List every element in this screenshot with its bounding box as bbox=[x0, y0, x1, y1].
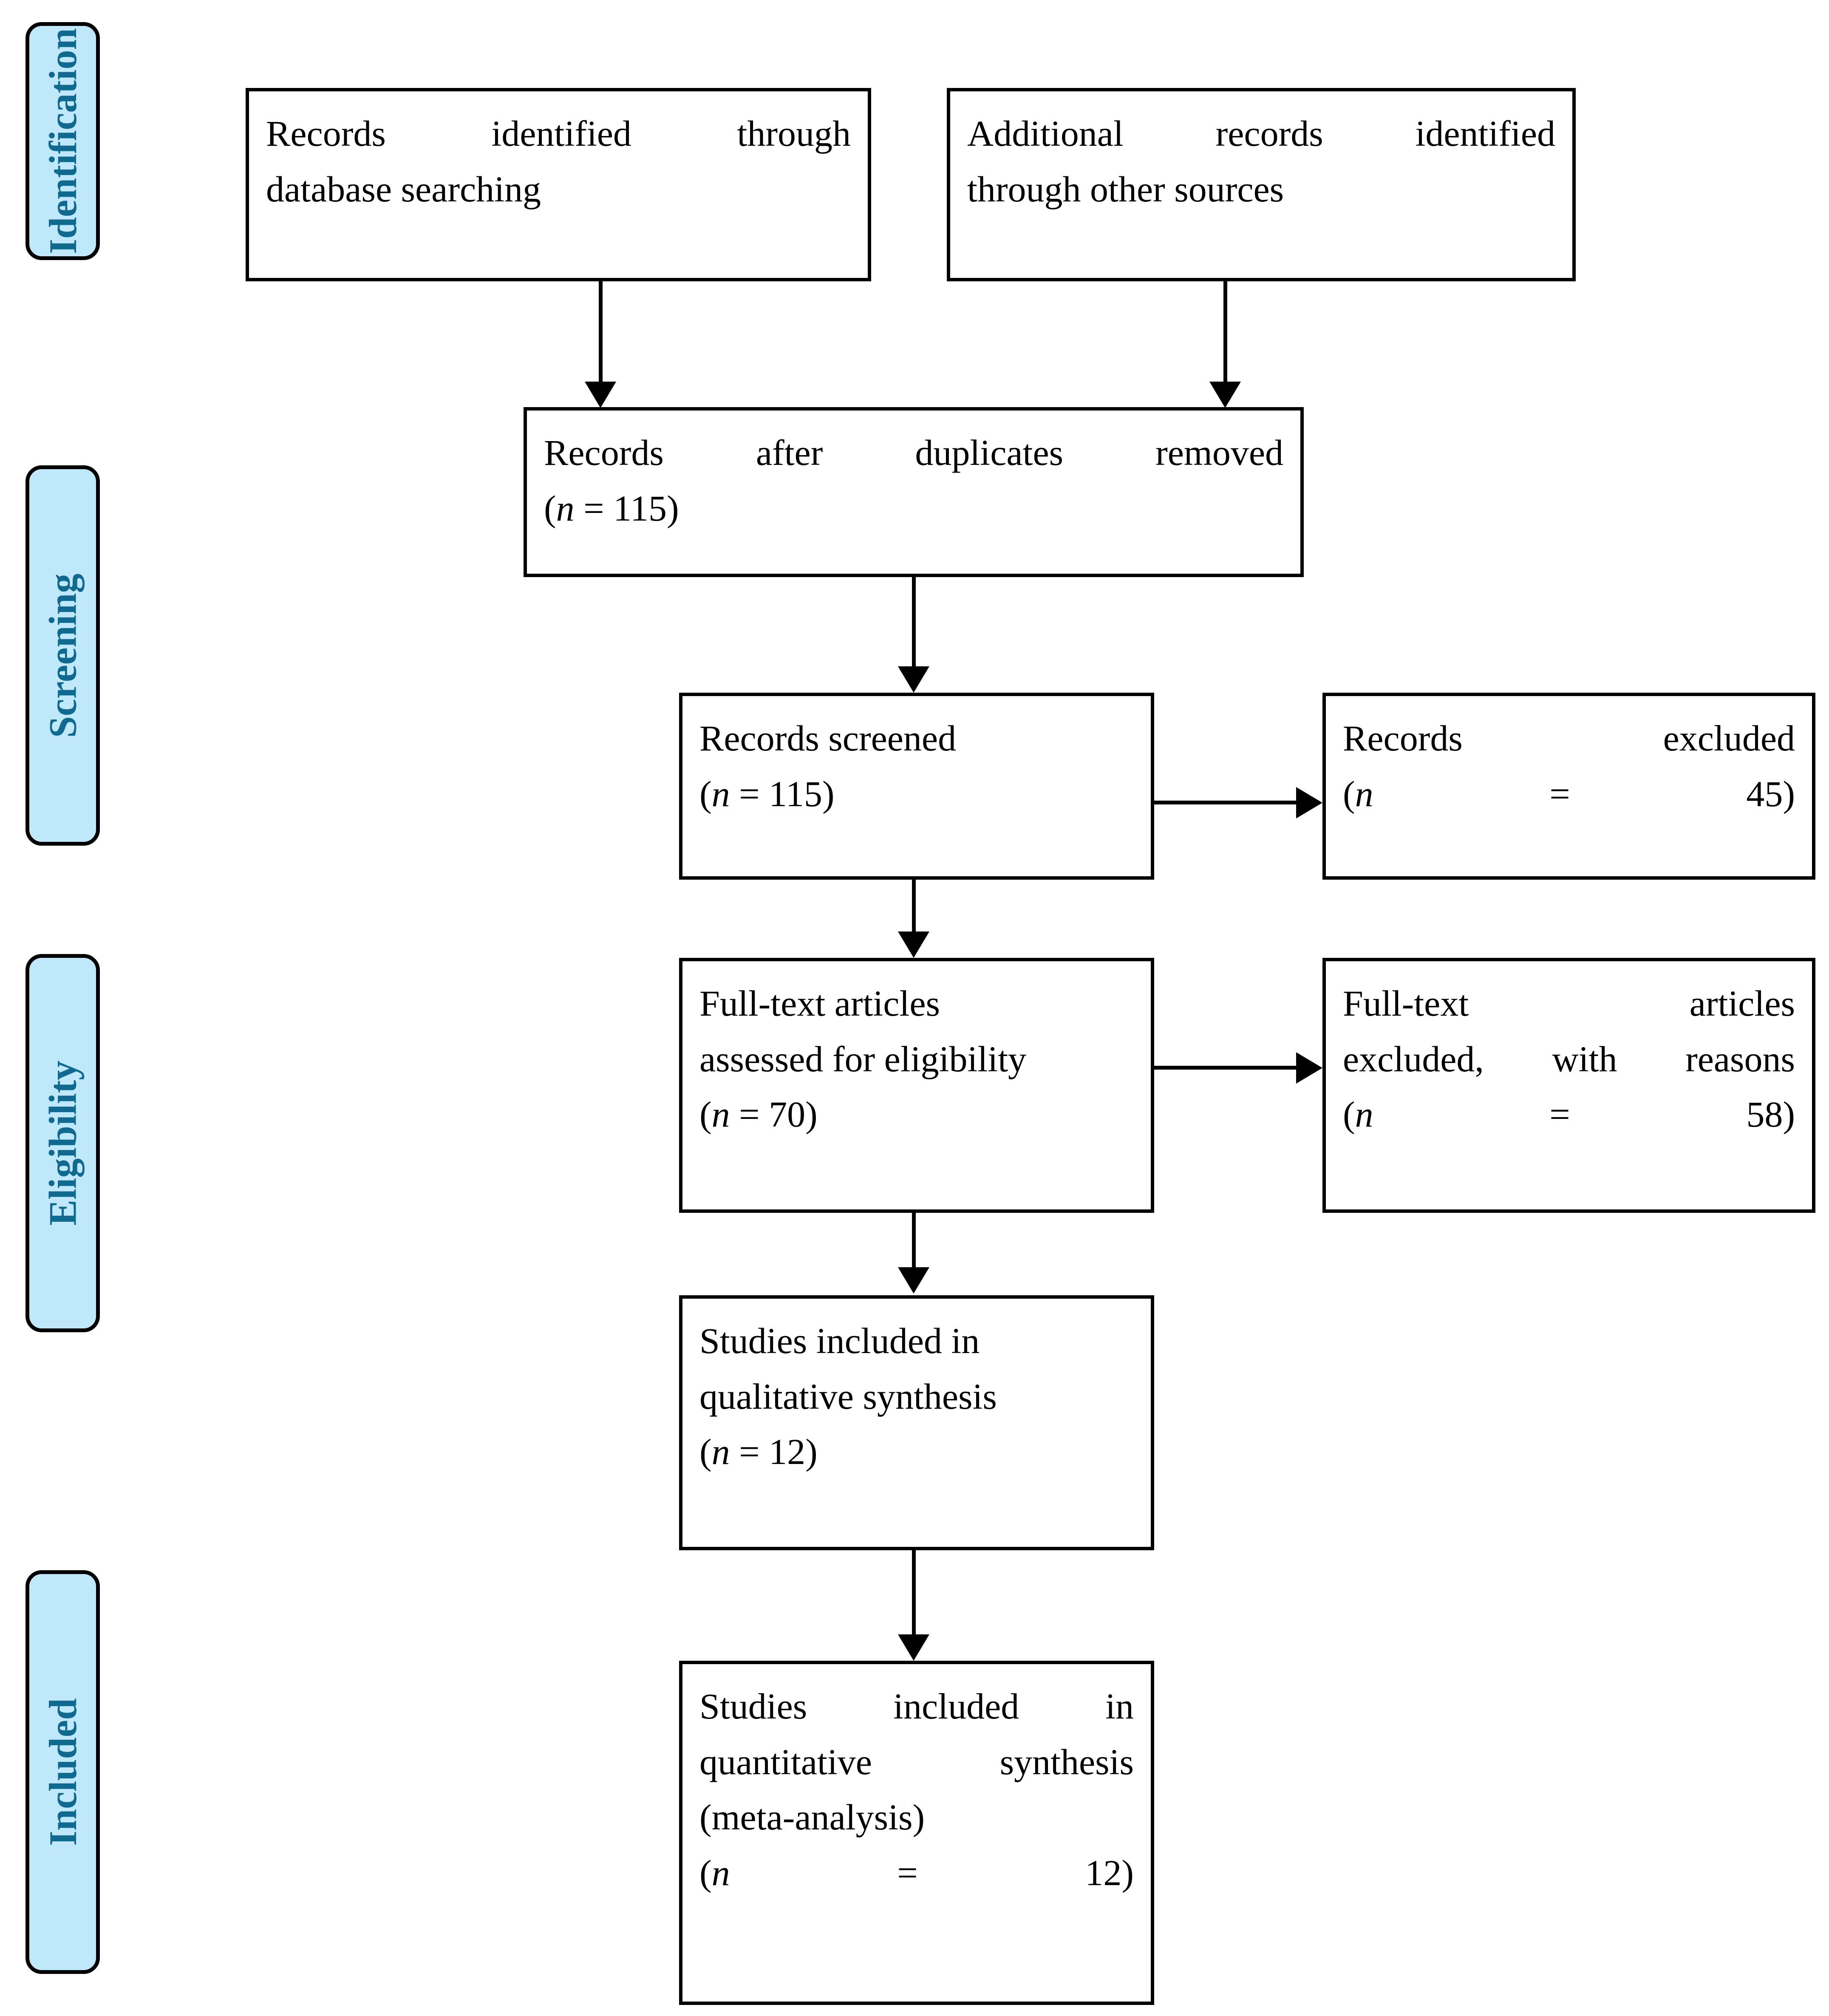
stage-tab-eligibility-label: Eligibility bbox=[41, 1060, 85, 1226]
box-quantitative-synthesis: Studies included in quantitative synthes… bbox=[679, 1661, 1154, 2005]
connector-fulltext-to-qualitative-line bbox=[912, 1213, 916, 1268]
connector-screened-to-excluded-arrow bbox=[1296, 787, 1322, 818]
box-records-after-duplicates: Records after duplicates removed (n = 11… bbox=[524, 407, 1304, 577]
text-line-count: (n = 115) bbox=[699, 773, 835, 814]
text-line: database searching bbox=[266, 168, 541, 210]
box-records-identified-database-text: Records identified through database sear… bbox=[266, 106, 851, 217]
text-line: Full-text articles bbox=[1343, 983, 1795, 1024]
text-line: Records excluded bbox=[1343, 718, 1795, 759]
box-records-excluded-text: Records excluded (n = 45) bbox=[1343, 711, 1795, 821]
text-line: Records screened bbox=[699, 718, 957, 759]
box-fulltext-excluded-text: Full-text articles excluded, with reason… bbox=[1343, 976, 1795, 1142]
stage-tab-identification-label: Identification bbox=[41, 28, 85, 254]
connector-fulltext-to-excluded-line bbox=[1154, 1066, 1299, 1070]
text-line-count: (n = 58) bbox=[1343, 1094, 1795, 1135]
box-qualitative-synthesis: Studies included in qualitative synthesi… bbox=[679, 1295, 1154, 1550]
stage-tab-screening[interactable]: Screening bbox=[25, 465, 100, 846]
box-fulltext-assessed: Full-text articles assessed for eligibil… bbox=[679, 958, 1154, 1213]
box-records-screened: Records screened (n = 115) bbox=[679, 693, 1154, 880]
connector-db-to-duplicates-line bbox=[599, 281, 603, 382]
text-line: Full-text articles bbox=[699, 983, 940, 1024]
text-line-count: (n = 115) bbox=[544, 487, 679, 529]
stage-tab-included[interactable]: Included bbox=[25, 1570, 100, 1974]
stage-tab-screening-label: Screening bbox=[41, 573, 85, 738]
connector-duplicates-to-screened-arrow bbox=[898, 666, 929, 693]
connector-screened-to-excluded-line bbox=[1154, 801, 1299, 804]
box-fulltext-excluded: Full-text articles excluded, with reason… bbox=[1322, 958, 1815, 1213]
connector-screened-to-fulltext-line bbox=[912, 880, 916, 933]
text-line: Studies included in bbox=[699, 1686, 1134, 1727]
box-records-after-duplicates-text: Records after duplicates removed (n = 11… bbox=[544, 425, 1283, 536]
connector-screened-to-fulltext-arrow bbox=[898, 932, 929, 958]
stage-tab-included-label: Included bbox=[41, 1698, 85, 1846]
box-fulltext-assessed-text: Full-text articles assessed for eligibil… bbox=[699, 976, 1134, 1142]
stage-tab-eligibility[interactable]: Eligibility bbox=[25, 954, 100, 1332]
box-quantitative-synthesis-text: Studies included in quantitative synthes… bbox=[699, 1679, 1134, 1901]
text-line: quantitative synthesis bbox=[699, 1741, 1134, 1782]
connector-qualitative-to-quantitative-line bbox=[912, 1550, 916, 1635]
text-line-count: (n = 70) bbox=[699, 1094, 818, 1135]
connector-duplicates-to-screened-line bbox=[912, 577, 916, 667]
text-line: through other sources bbox=[967, 168, 1284, 210]
text-line: (meta-analysis) bbox=[699, 1797, 925, 1838]
text-line: Additional records identified bbox=[967, 113, 1555, 154]
connector-fulltext-to-excluded-arrow bbox=[1296, 1052, 1322, 1084]
box-records-identified-other: Additional records identified through ot… bbox=[947, 88, 1576, 281]
text-line: Studies included in bbox=[699, 1320, 980, 1361]
text-line-count: (n = 12) bbox=[699, 1852, 1134, 1894]
text-line: qualitative synthesis bbox=[699, 1376, 997, 1417]
box-records-identified-other-text: Additional records identified through ot… bbox=[967, 106, 1555, 217]
box-qualitative-synthesis-text: Studies included in qualitative synthesi… bbox=[699, 1313, 1134, 1480]
connector-other-to-duplicates-arrow bbox=[1209, 382, 1241, 408]
box-records-screened-text: Records screened (n = 115) bbox=[699, 711, 1134, 821]
box-records-excluded: Records excluded (n = 45) bbox=[1322, 693, 1815, 880]
connector-qualitative-to-quantitative-arrow bbox=[898, 1634, 929, 1661]
text-line: Records after duplicates removed bbox=[544, 432, 1283, 473]
text-line-count: (n = 45) bbox=[1343, 773, 1795, 814]
text-line-count: (n = 12) bbox=[699, 1431, 818, 1472]
text-line: Records identified through bbox=[266, 113, 851, 154]
stage-tab-identification[interactable]: Identification bbox=[25, 22, 100, 260]
connector-other-to-duplicates-line bbox=[1223, 281, 1227, 382]
connector-db-to-duplicates-arrow bbox=[585, 382, 616, 408]
box-records-identified-database: Records identified through database sear… bbox=[246, 88, 871, 281]
connector-fulltext-to-qualitative-arrow bbox=[898, 1267, 929, 1294]
text-line: excluded, with reasons bbox=[1343, 1038, 1795, 1079]
text-line: assessed for eligibility bbox=[699, 1038, 1027, 1079]
